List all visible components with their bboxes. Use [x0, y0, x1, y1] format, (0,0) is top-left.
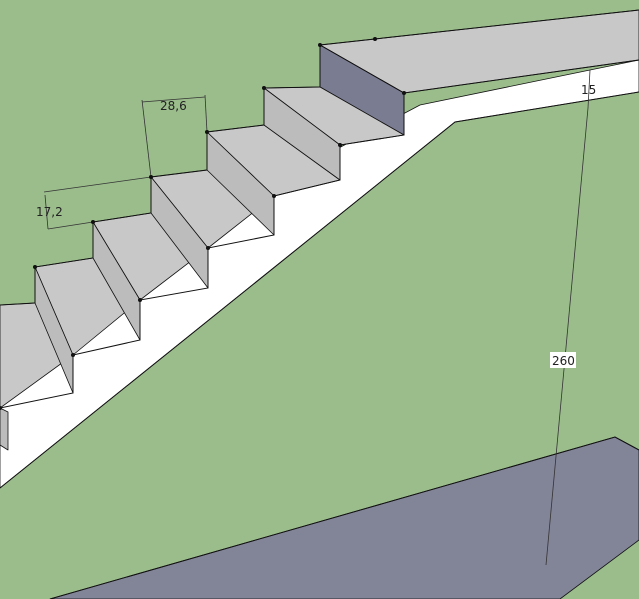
vertex-marker — [206, 246, 210, 250]
vertex-markers — [0, 37, 406, 410]
dimension-annotations: 28,6 17,2 15 260 — [36, 69, 596, 566]
riser-height-ext-top — [43, 176, 152, 193]
vertex-marker — [149, 175, 153, 179]
stair-profile-edge — [0, 9, 639, 306]
riser-height-ext-bottom — [47, 221, 94, 230]
landing-riser-edge — [0, 44, 405, 409]
vertex-marker — [91, 220, 95, 224]
riser-height-dim-line — [44, 194, 49, 230]
slab-thickness-dim-line — [587, 69, 591, 109]
vertex-marker — [318, 43, 322, 47]
vertex-marker — [205, 130, 209, 134]
vertex-marker — [71, 353, 75, 357]
model-edges — [0, 9, 639, 599]
tread-depth-label: 28,6 — [160, 99, 187, 113]
floor-edge — [49, 436, 639, 599]
vertex-marker — [338, 143, 342, 147]
vertex-marker — [262, 86, 266, 90]
tread-depth-ext-right — [204, 94, 208, 133]
tread-depth-ext-left — [141, 99, 152, 178]
step-riser-6 — [0, 407, 9, 451]
vertex-marker — [0, 406, 2, 410]
headroom-dim-line — [545, 107, 589, 566]
riser-height-label: 17,2 — [36, 205, 63, 219]
vertex-marker — [402, 91, 406, 95]
vertex-marker — [33, 265, 37, 269]
tread-depth-dim-line — [141, 96, 206, 103]
vertex-marker — [272, 194, 276, 198]
vertex-marker — [138, 298, 142, 302]
underside-edge — [0, 91, 639, 489]
vertex-marker — [373, 37, 377, 41]
headroom-label-backdrop — [550, 352, 576, 368]
headroom-label: 260 — [552, 354, 575, 368]
landing-front-edge — [403, 59, 639, 94]
slab-thickness-label: 15 — [581, 83, 596, 97]
